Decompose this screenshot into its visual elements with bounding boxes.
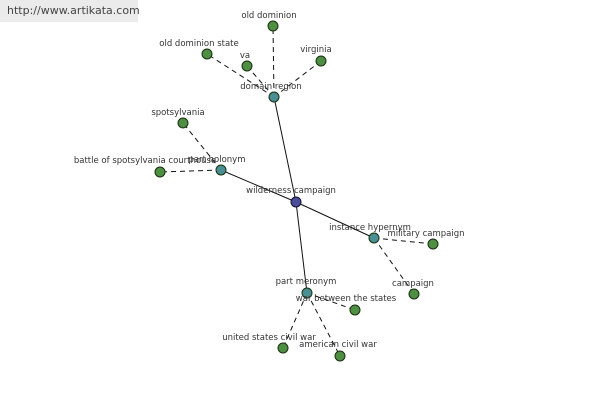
edge-hypernym-campaign — [373, 237, 415, 295]
edge-domain-old-dominion — [272, 25, 275, 98]
label-va: va — [240, 51, 250, 61]
node-old-dominion[interactable] — [267, 20, 279, 32]
nodes — [154, 20, 439, 362]
label-american-civil-war: american civil war — [299, 340, 377, 350]
label-part-holonym: part holonym — [189, 155, 246, 165]
label-spotsylvania: spotsylvania — [151, 108, 204, 118]
edge-domain-va — [246, 65, 275, 98]
label-battle-spotsylvania: battle of spotsylvania courthouse — [74, 156, 216, 166]
node-us-civil-war[interactable] — [277, 342, 289, 354]
node-war-between-states[interactable] — [349, 304, 361, 316]
node-military-campaign[interactable] — [427, 238, 439, 250]
edge-holonym-battle — [159, 169, 222, 173]
node-spotsylvania[interactable] — [177, 117, 189, 129]
label-virginia: virginia — [300, 45, 331, 55]
edge-root-instance-hypernym — [295, 201, 375, 239]
labels: old dominion old dominion state va virgi… — [74, 11, 465, 350]
label-old-dominion-state: old dominion state — [159, 39, 238, 49]
edges — [159, 25, 434, 357]
edge-root-domain-region — [273, 96, 297, 203]
node-domain-region[interactable] — [268, 91, 280, 103]
label-root: wilderness campaign — [246, 186, 336, 196]
label-us-civil-war: united states civil war — [222, 333, 316, 343]
edge-domain-virginia — [273, 60, 322, 98]
edge-root-part-meronym — [295, 201, 308, 294]
node-part-meronym[interactable] — [301, 287, 313, 299]
label-instance-hypernym: instance hypernym — [329, 223, 411, 233]
edge-meronym-us-civil-war — [282, 292, 308, 349]
node-part-holonym[interactable] — [215, 164, 227, 176]
label-old-dominion: old dominion — [241, 11, 296, 21]
edge-domain-old-dominion-state — [206, 53, 275, 98]
node-battle-spotsylvania[interactable] — [154, 166, 166, 178]
edge-root-part-holonym — [220, 169, 297, 203]
label-campaign: campaign — [392, 279, 434, 289]
label-military-campaign: military campaign — [387, 229, 464, 239]
label-domain-region: domain region — [240, 82, 301, 92]
label-war-between-states: war between the states — [296, 294, 397, 304]
edge-hypernym-military-campaign — [373, 237, 434, 245]
edge-meronym-american-civil-war — [306, 292, 341, 357]
node-old-dominion-state[interactable] — [201, 48, 213, 60]
node-virginia[interactable] — [315, 55, 327, 67]
node-va[interactable] — [241, 60, 253, 72]
node-campaign[interactable] — [408, 288, 420, 300]
node-root[interactable] — [290, 196, 302, 208]
label-part-meronym: part meronym — [276, 277, 337, 287]
watermark-url[interactable]: http://www.artikata.com — [0, 0, 140, 22]
edge-holonym-spotsylvania — [182, 122, 222, 171]
node-american-civil-war[interactable] — [334, 350, 346, 362]
node-instance-hypernym[interactable] — [368, 232, 380, 244]
